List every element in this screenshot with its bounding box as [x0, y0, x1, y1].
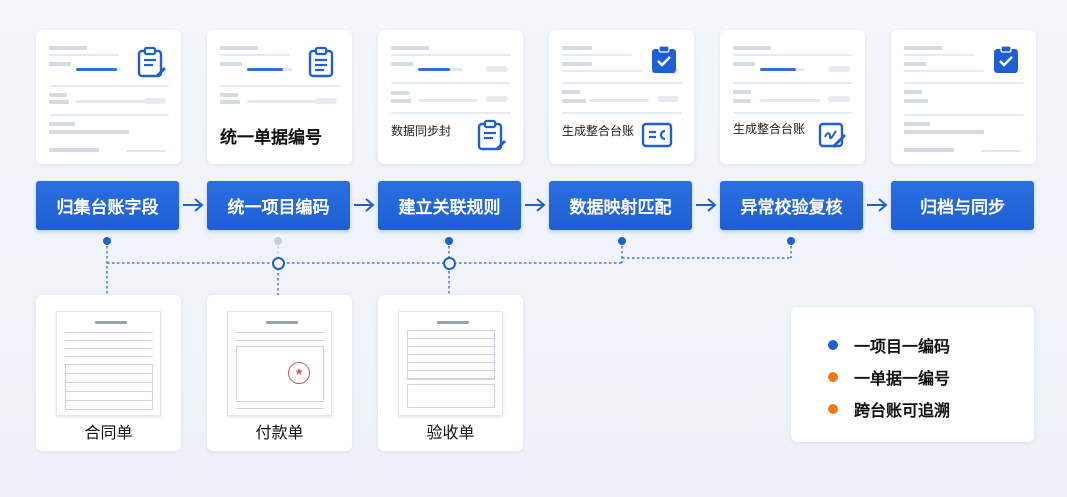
legend-label: 一项目一编码 — [854, 337, 951, 356]
top-card-1 — [36, 30, 181, 164]
top-card-label: 生成整合台账 — [562, 124, 635, 138]
step-label: 异常校验复核 — [740, 198, 843, 218]
step-label: 归集台账字段 — [56, 198, 159, 218]
step-exception-review: 异常校验复核 — [720, 181, 863, 230]
top-card-6 — [891, 30, 1036, 164]
doc-card-acceptance: 验收单 — [378, 295, 523, 451]
connector-node — [443, 257, 456, 270]
top-card-label: 数据同步封 — [391, 124, 452, 138]
step-label: 统一项目编码 — [227, 198, 330, 218]
ledger-board-icon — [641, 122, 673, 148]
clipboard-check-icon — [994, 46, 1018, 73]
connector-dot — [787, 237, 795, 245]
step-label: 归档与同步 — [920, 198, 1005, 218]
legend-item: 跨台账可追溯 — [828, 397, 950, 421]
contract-document-thumbnail — [56, 311, 161, 416]
doc-title: 合同单 — [84, 423, 133, 442]
arrow-right-icon — [354, 198, 375, 212]
step-label: 建立关联规则 — [398, 198, 501, 218]
clipboard-list-icon — [308, 46, 334, 78]
arrow-right-icon — [696, 198, 717, 212]
legend-label: 跨台账可追溯 — [854, 401, 951, 420]
legend-dot — [828, 372, 838, 382]
connector-dot — [618, 237, 626, 245]
signature-check-icon — [818, 122, 846, 148]
connector-node — [272, 257, 285, 270]
legend-dot — [828, 404, 838, 414]
arrow-right-icon — [183, 198, 204, 212]
top-card-5: 生成整合台账 — [720, 30, 865, 164]
step-collect-fields: 归集台账字段 — [36, 181, 179, 230]
step-label: 数据映射匹配 — [569, 198, 672, 218]
arrow-right-icon — [525, 198, 546, 212]
step-data-mapping: 数据映射匹配 — [549, 181, 692, 230]
legend-item: 一单据一编号 — [828, 365, 950, 389]
top-card-3: 数据同步封 — [378, 30, 523, 164]
step-unify-project-code: 统一项目编码 — [207, 181, 350, 230]
top-card-label: 生成整合台账 — [733, 122, 806, 136]
step-build-rules: 建立关联规则 — [378, 181, 521, 230]
legend: 一项目一编码 一单据一编号 跨台账可追溯 — [791, 307, 1034, 442]
connector-dot — [103, 237, 111, 245]
top-card-2: 统一单据编号 — [207, 30, 352, 164]
acceptance-document-thumbnail — [398, 311, 503, 416]
connector-dot — [445, 237, 453, 245]
clipboard-check-icon — [652, 46, 676, 73]
seal-stamp-icon: ★ — [288, 362, 310, 384]
top-card-label: 统一单据编号 — [220, 128, 322, 148]
payment-document-thumbnail: ★ — [227, 311, 332, 416]
legend-label: 一单据一编号 — [854, 369, 951, 388]
arrow-right-icon — [867, 198, 888, 212]
doc-title: 验收单 — [426, 423, 475, 442]
step-archive-sync: 归档与同步 — [891, 181, 1034, 230]
clipboard-edit-icon — [137, 46, 166, 78]
doc-card-contract: 合同单 — [36, 295, 181, 451]
doc-title: 付款单 — [255, 423, 304, 442]
top-card-4: 生成整合台账 — [549, 30, 694, 164]
doc-card-payment: ★ 付款单 — [207, 295, 352, 451]
clipboard-edit-icon — [477, 119, 506, 151]
legend-item: 一项目一编码 — [828, 333, 950, 357]
legend-dot — [828, 340, 838, 350]
connector-dot — [274, 237, 282, 245]
